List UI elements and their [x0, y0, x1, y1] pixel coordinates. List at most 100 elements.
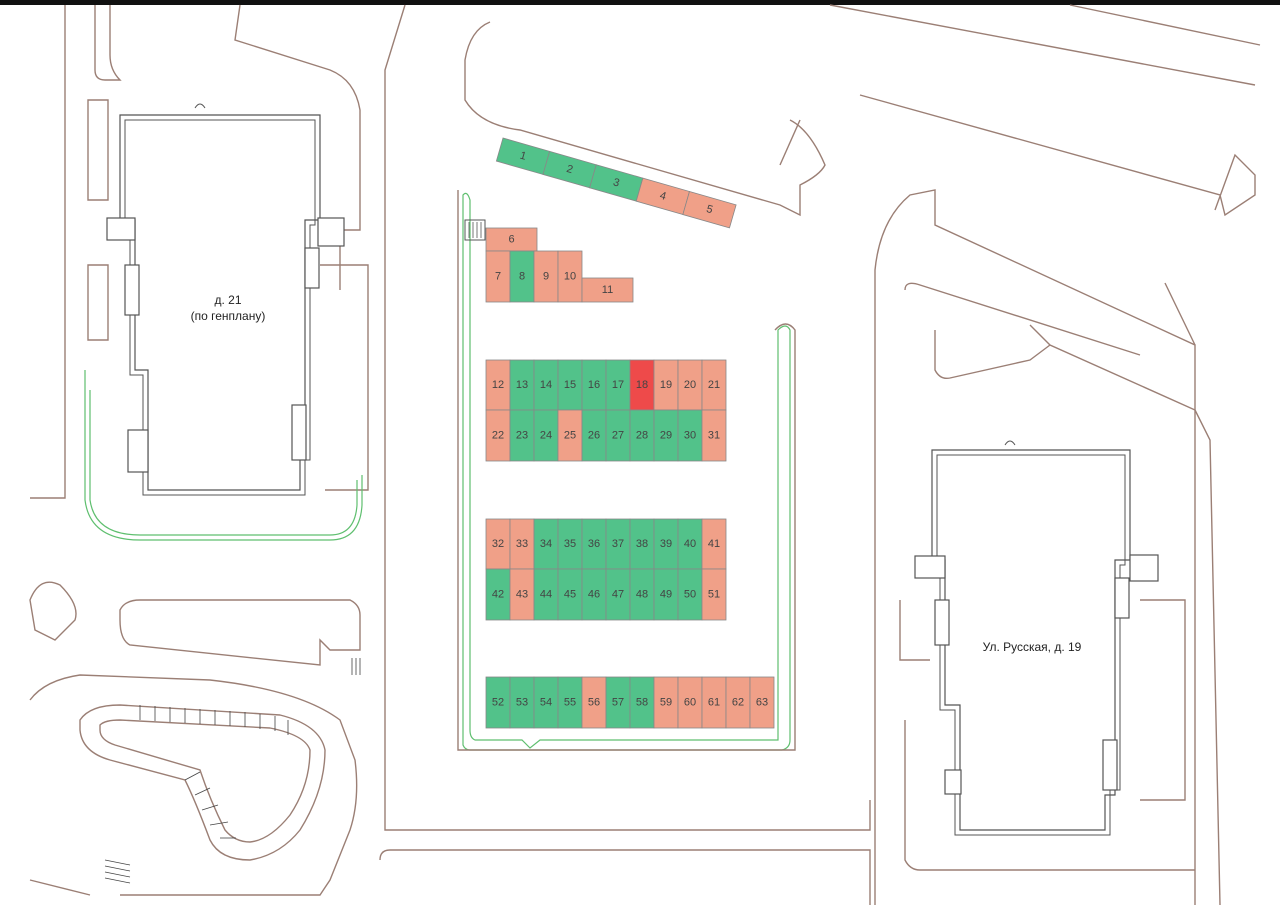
parking-spot-59[interactable]: 59 — [653, 676, 679, 729]
parking-spot-7-box[interactable] — [485, 250, 511, 303]
parking-spot-26[interactable]: 26 — [581, 409, 607, 462]
parking-spot-10-box[interactable] — [557, 250, 583, 303]
parking-spot-63-box[interactable] — [749, 676, 775, 729]
parking-spot-40-box[interactable] — [677, 518, 703, 570]
parking-spot-33-box[interactable] — [509, 518, 535, 570]
parking-spot-9-box[interactable] — [533, 250, 559, 303]
parking-spot-16-box[interactable] — [581, 359, 607, 411]
parking-spot-3-box[interactable] — [589, 164, 644, 202]
parking-spot-57[interactable]: 57 — [605, 676, 631, 729]
parking-spot-55[interactable]: 55 — [557, 676, 583, 729]
parking-spot-45-box[interactable] — [557, 568, 583, 621]
parking-spot-3[interactable]: 3 — [589, 164, 644, 202]
parking-spot-15[interactable]: 15 — [557, 359, 583, 411]
parking-spot-43-box[interactable] — [509, 568, 535, 621]
parking-spot-10[interactable]: 10 — [557, 250, 583, 303]
parking-spot-30-box[interactable] — [677, 409, 703, 462]
parking-spot-7[interactable]: 7 — [485, 250, 511, 303]
parking-spot-62[interactable]: 62 — [725, 676, 751, 729]
parking-spot-11-box[interactable] — [581, 277, 634, 303]
parking-spot-13-box[interactable] — [509, 359, 535, 411]
parking-spot-21[interactable]: 21 — [701, 359, 727, 411]
parking-spot-17[interactable]: 17 — [605, 359, 631, 411]
parking-spot-19[interactable]: 19 — [653, 359, 679, 411]
parking-spot-27[interactable]: 27 — [605, 409, 631, 462]
parking-spot-47[interactable]: 47 — [605, 568, 631, 621]
parking-spot-60-box[interactable] — [677, 676, 703, 729]
parking-spot-34[interactable]: 34 — [533, 518, 559, 570]
parking-spot-42-box[interactable] — [485, 568, 511, 621]
parking-spot-41-box[interactable] — [701, 518, 727, 570]
parking-spot-2-box[interactable] — [542, 150, 597, 189]
parking-spot-14-box[interactable] — [533, 359, 559, 411]
parking-spot-61[interactable]: 61 — [701, 676, 727, 729]
parking-spot-9[interactable]: 9 — [533, 250, 559, 303]
parking-spot-14[interactable]: 14 — [533, 359, 559, 411]
parking-spot-34-box[interactable] — [533, 518, 559, 570]
parking-spot-55-box[interactable] — [557, 676, 583, 729]
parking-spot-46[interactable]: 46 — [581, 568, 607, 621]
parking-spot-48-box[interactable] — [629, 568, 655, 621]
parking-spot-20-box[interactable] — [677, 359, 703, 411]
parking-spot-36-box[interactable] — [581, 518, 607, 570]
parking-spot-47-box[interactable] — [605, 568, 631, 621]
parking-spot-24-box[interactable] — [533, 409, 559, 462]
parking-spot-6-box[interactable] — [485, 227, 538, 252]
parking-spot-5-box[interactable] — [682, 190, 737, 229]
parking-spot-62-box[interactable] — [725, 676, 751, 729]
parking-spot-52-box[interactable] — [485, 676, 511, 729]
parking-spot-49[interactable]: 49 — [653, 568, 679, 621]
parking-spot-51-box[interactable] — [701, 568, 727, 621]
parking-spot-50-box[interactable] — [677, 568, 703, 621]
parking-spot-19-box[interactable] — [653, 359, 679, 411]
parking-spot-22-box[interactable] — [485, 409, 511, 462]
parking-spot-18-box[interactable] — [629, 359, 655, 411]
parking-spot-15-box[interactable] — [557, 359, 583, 411]
parking-spot-58[interactable]: 58 — [629, 676, 655, 729]
parking-spot-18[interactable]: 18 — [629, 359, 655, 411]
parking-spot-13[interactable]: 13 — [509, 359, 535, 411]
parking-spot-32-box[interactable] — [485, 518, 511, 570]
parking-spot-44[interactable]: 44 — [533, 568, 559, 621]
parking-spot-54[interactable]: 54 — [533, 676, 559, 729]
parking-spot-8[interactable]: 8 — [509, 250, 535, 303]
parking-spot-48[interactable]: 48 — [629, 568, 655, 621]
parking-spot-61-box[interactable] — [701, 676, 727, 729]
parking-spot-22[interactable]: 22 — [485, 409, 511, 462]
parking-spot-29-box[interactable] — [653, 409, 679, 462]
parking-spot-33[interactable]: 33 — [509, 518, 535, 570]
parking-spot-1-box[interactable] — [495, 137, 551, 175]
parking-spot-43[interactable]: 43 — [509, 568, 535, 621]
parking-spot-30[interactable]: 30 — [677, 409, 703, 462]
parking-spot-25[interactable]: 25 — [557, 409, 583, 462]
parking-spot-53[interactable]: 53 — [509, 676, 535, 729]
parking-spot-17-box[interactable] — [605, 359, 631, 411]
parking-spot-23[interactable]: 23 — [509, 409, 535, 462]
parking-spot-11[interactable]: 11 — [581, 277, 634, 303]
parking-spot-41[interactable]: 41 — [701, 518, 727, 570]
parking-spot-54-box[interactable] — [533, 676, 559, 729]
parking-spot-31-box[interactable] — [701, 409, 727, 462]
parking-spot-24[interactable]: 24 — [533, 409, 559, 462]
parking-spot-36[interactable]: 36 — [581, 518, 607, 570]
parking-spot-49-box[interactable] — [653, 568, 679, 621]
parking-spot-25-box[interactable] — [557, 409, 583, 462]
parking-spot-59-box[interactable] — [653, 676, 679, 729]
parking-spot-39-box[interactable] — [653, 518, 679, 570]
parking-spot-46-box[interactable] — [581, 568, 607, 621]
parking-spot-42[interactable]: 42 — [485, 568, 511, 621]
parking-spot-38[interactable]: 38 — [629, 518, 655, 570]
parking-spot-5[interactable]: 5 — [682, 190, 737, 229]
parking-spot-27-box[interactable] — [605, 409, 631, 462]
parking-spot-4-box[interactable] — [635, 177, 690, 216]
parking-spot-60[interactable]: 60 — [677, 676, 703, 729]
parking-spot-57-box[interactable] — [605, 676, 631, 729]
parking-spot-37[interactable]: 37 — [605, 518, 631, 570]
parking-spot-28-box[interactable] — [629, 409, 655, 462]
parking-spot-44-box[interactable] — [533, 568, 559, 621]
parking-spot-6[interactable]: 6 — [485, 227, 538, 252]
parking-spot-53-box[interactable] — [509, 676, 535, 729]
parking-spot-56-box[interactable] — [581, 676, 607, 729]
parking-spot-35-box[interactable] — [557, 518, 583, 570]
parking-spot-23-box[interactable] — [509, 409, 535, 462]
